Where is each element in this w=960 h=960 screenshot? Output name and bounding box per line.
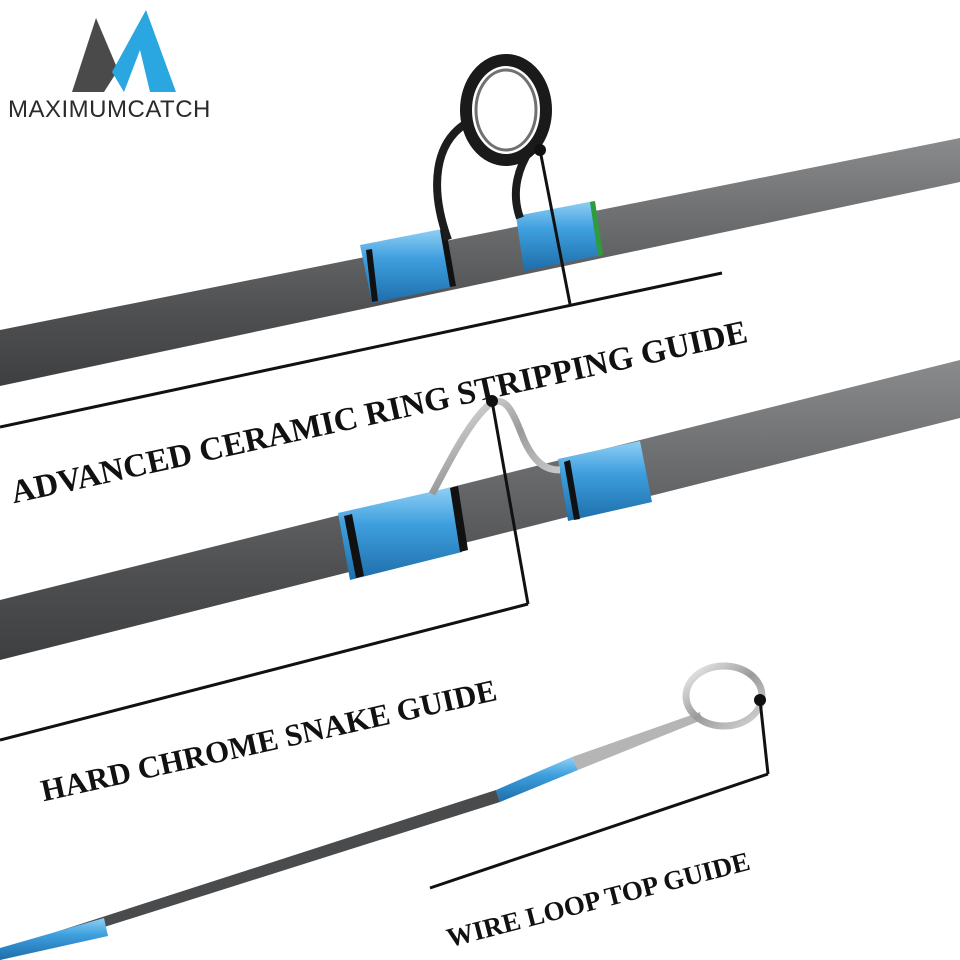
rod-section-tip bbox=[0, 662, 766, 960]
rod-section-top bbox=[0, 54, 960, 386]
ceramic-ring-stripping-guide bbox=[433, 54, 552, 242]
logo-m-right-icon bbox=[112, 10, 176, 92]
rod-section-middle bbox=[0, 360, 960, 660]
callout-ceramic bbox=[0, 144, 723, 429]
callout-snake bbox=[0, 395, 530, 742]
brand-logo bbox=[72, 10, 176, 92]
thread-wrap bbox=[360, 229, 452, 303]
thread-wrap bbox=[338, 487, 462, 580]
wire-loop-top-guide bbox=[682, 662, 766, 730]
hard-chrome-snake-guide bbox=[428, 397, 561, 496]
logo-m-left-icon bbox=[72, 18, 118, 92]
callout-wire bbox=[429, 694, 770, 890]
thread-wrap bbox=[558, 441, 652, 521]
brand-name: MAXIMUMCATCH bbox=[8, 96, 211, 123]
thread-wrap bbox=[516, 201, 602, 271]
